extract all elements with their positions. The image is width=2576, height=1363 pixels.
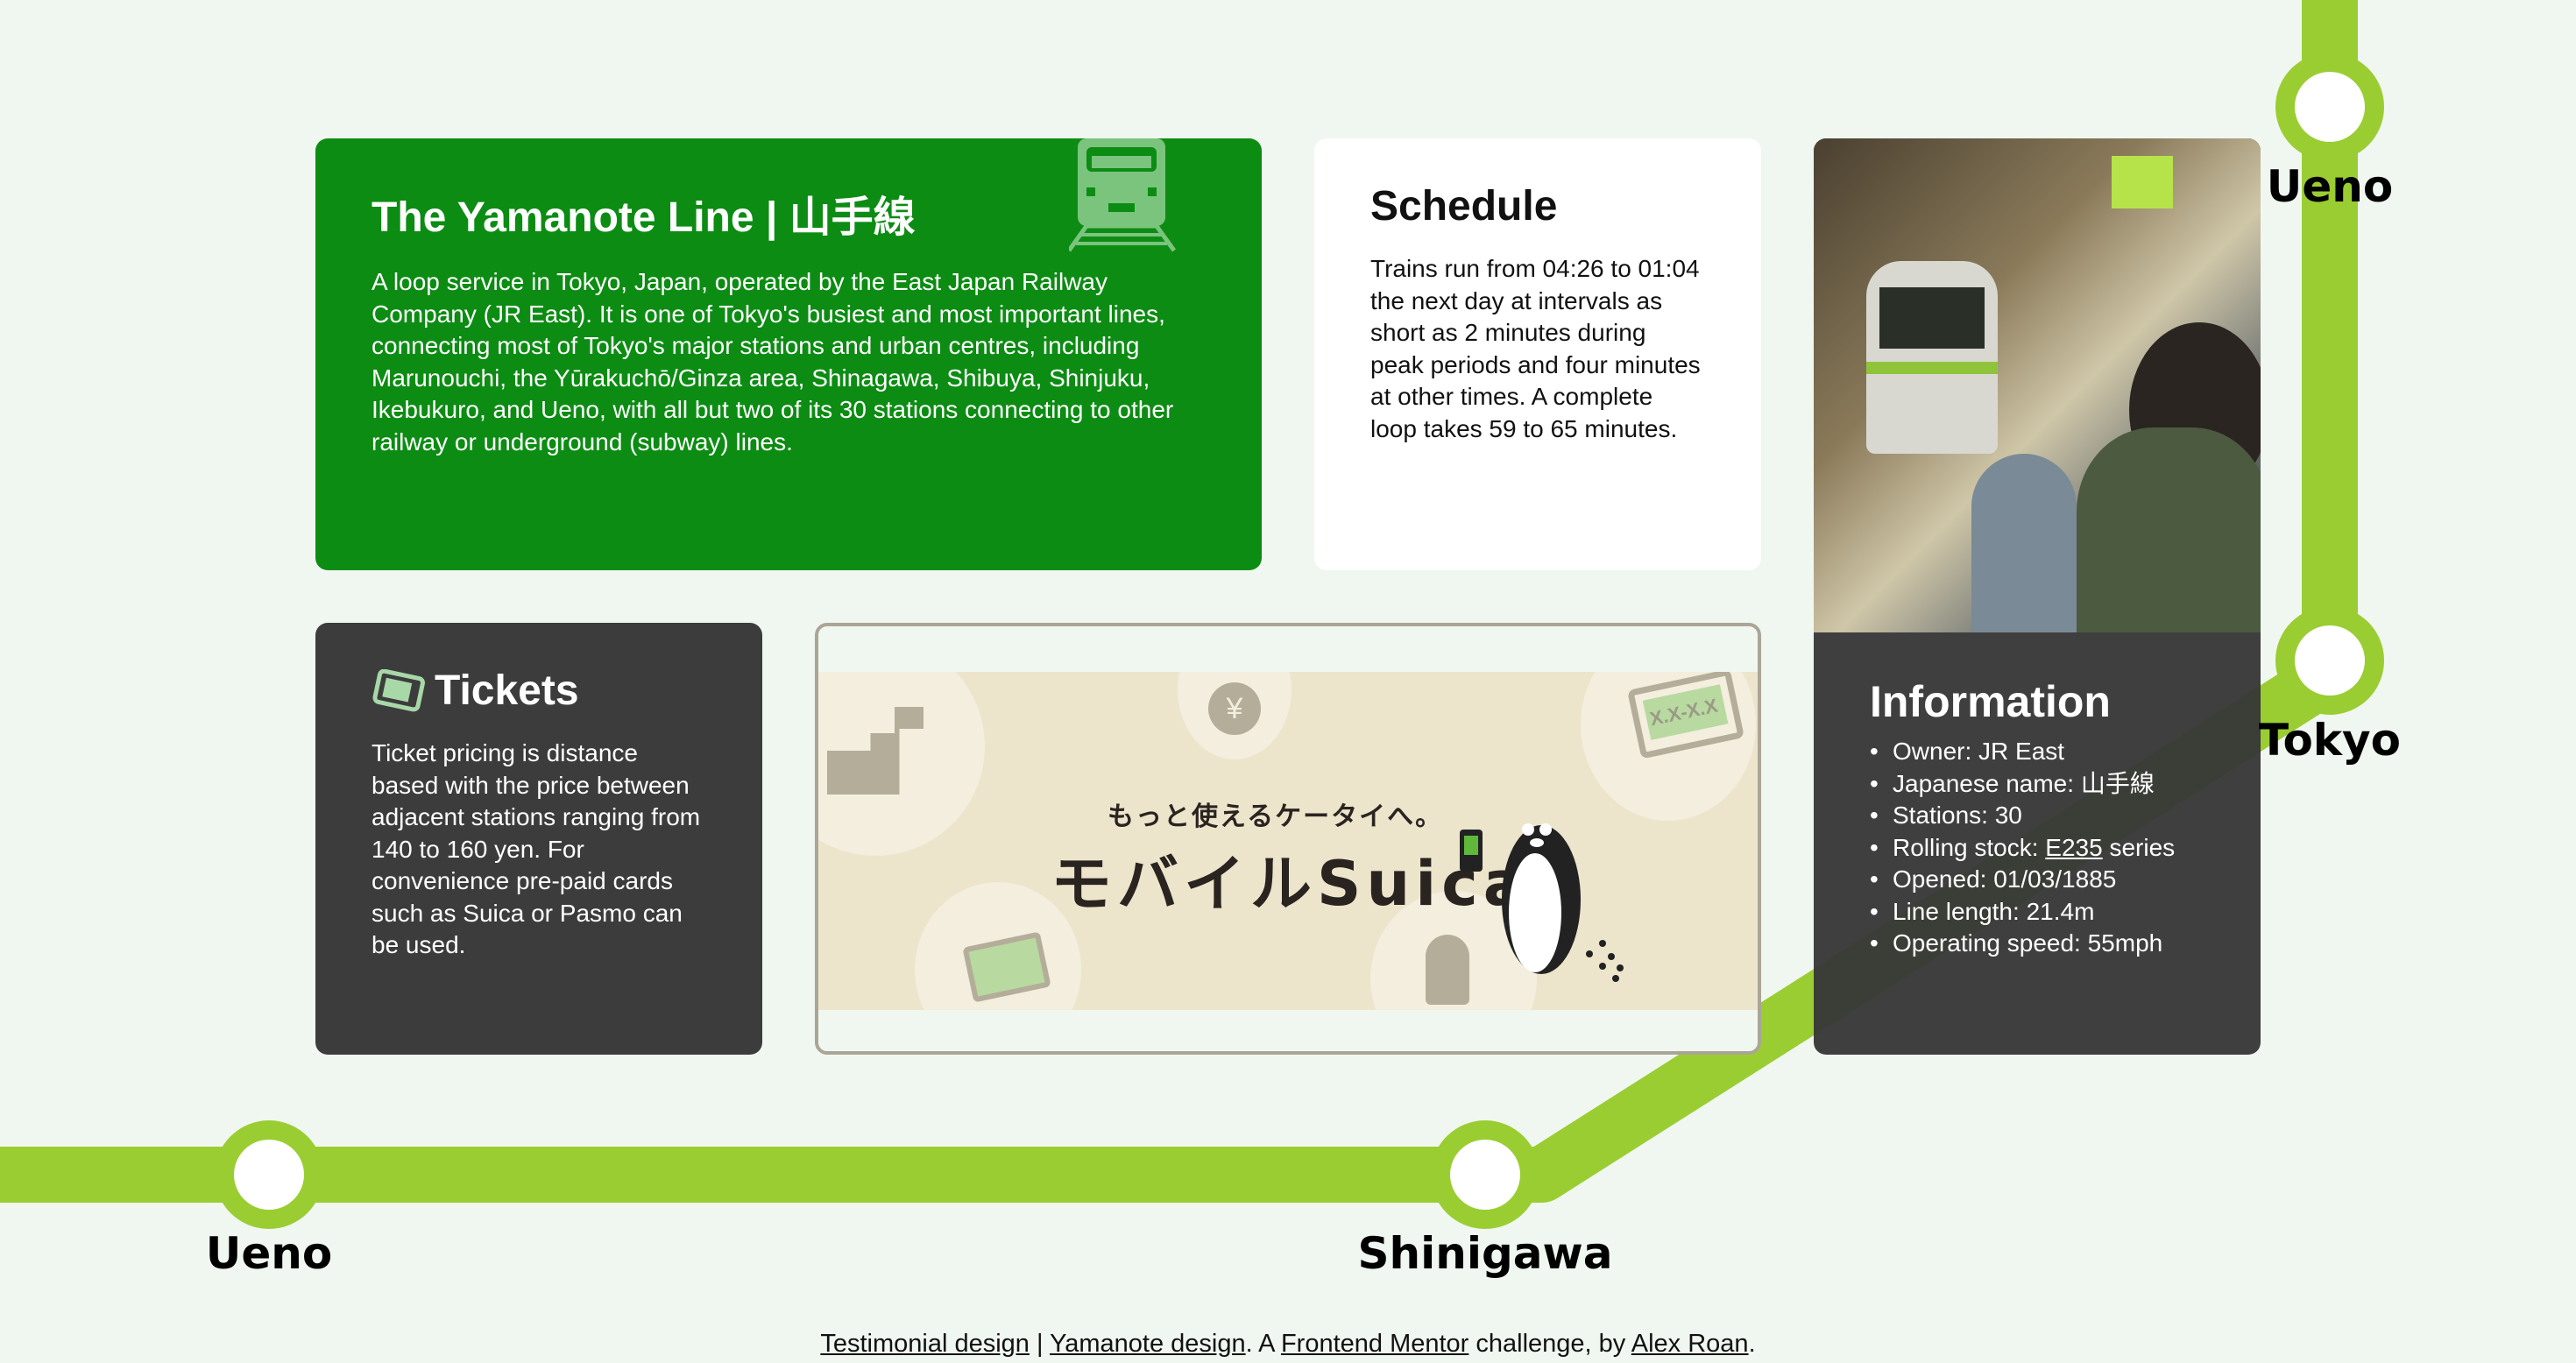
station-label-ueno-top: Ueno bbox=[2266, 161, 2394, 212]
train-platform-photo bbox=[1814, 138, 2261, 632]
station-label-ueno-bottom: Ueno bbox=[205, 1228, 333, 1279]
station-marker-tokyo bbox=[2275, 606, 2384, 715]
suica-banner-image: ¥ X.X-X.X もっと使えるケータイへ。 モバイルSuica bbox=[818, 672, 1758, 1010]
footer-attribution: Testimonial design | Yamanote design. A … bbox=[820, 1330, 1756, 1358]
info-list: Owner: JR East Japanese name: 山手線 Statio… bbox=[1870, 736, 2204, 960]
info-item-rolling-stock: Rolling stock: E235 series bbox=[1870, 832, 2204, 865]
ticket-icon bbox=[372, 668, 425, 711]
station-marker-ueno-top bbox=[2275, 53, 2384, 161]
tickets-card: Tickets Ticket pricing is distance based… bbox=[315, 623, 762, 1055]
penguin-icon bbox=[1460, 823, 1624, 982]
station-label-tokyo: Tokyo bbox=[2258, 715, 2402, 766]
suica-logo: モバイルSuica bbox=[1051, 848, 1530, 920]
shinkansen-icon bbox=[1426, 935, 1469, 1005]
information-card: Information Owner: JR East Japanese name… bbox=[1814, 138, 2261, 1055]
intro-title: The Yamanote Line | 山手線 bbox=[372, 194, 916, 241]
info-item-japanese-name: Japanese name: 山手線 bbox=[1870, 768, 2204, 801]
schedule-title: Schedule bbox=[1370, 183, 1558, 230]
station-marker-shinigawa bbox=[1431, 1120, 1539, 1229]
schedule-text: Trains run from 04:26 to 01:04 the next … bbox=[1370, 255, 1701, 442]
train-icon bbox=[1069, 138, 1177, 252]
alex-roan-link[interactable]: Alex Roan bbox=[1631, 1330, 1749, 1358]
suica-tagline: もっと使えるケータイへ。 bbox=[1108, 802, 1444, 831]
info-title: Information bbox=[1870, 677, 2111, 726]
testimonial-design-link[interactable]: Testimonial design bbox=[820, 1330, 1030, 1358]
frontend-mentor-link[interactable]: Frontend Mentor bbox=[1280, 1330, 1469, 1358]
schedule-card: Schedule Trains run from 04:26 to 01:04 … bbox=[1314, 138, 1761, 570]
info-item-owner: Owner: JR East bbox=[1870, 736, 2204, 768]
tickets-text: Ticket pricing is distance based with th… bbox=[372, 739, 701, 958]
info-item-operating-speed: Operating speed: 55mph bbox=[1870, 928, 2204, 960]
info-item-line-length: Line length: 21.4m bbox=[1870, 896, 2204, 929]
intro-card: The Yamanote Line | 山手線 A loop service i… bbox=[315, 138, 1262, 570]
mobile-suica-banner: ¥ X.X-X.X もっと使えるケータイへ。 モバイルSuica bbox=[815, 623, 1761, 1055]
station-label-shinigawa: Shinigawa bbox=[1357, 1228, 1613, 1279]
yen-coins-icon: ¥ bbox=[1208, 682, 1261, 735]
station-marker-ueno-bottom bbox=[215, 1120, 323, 1229]
info-item-opened: Opened: 01/03/1885 bbox=[1870, 864, 2204, 896]
info-item-stations: Stations: 30 bbox=[1870, 800, 2204, 832]
intro-text: A loop service in Tokyo, Japan, operated… bbox=[372, 268, 1174, 456]
e235-link[interactable]: E235 bbox=[2045, 833, 2103, 861]
tickets-title: Tickets bbox=[435, 667, 579, 714]
yamanote-design-link[interactable]: Yamanote design bbox=[1050, 1330, 1246, 1358]
